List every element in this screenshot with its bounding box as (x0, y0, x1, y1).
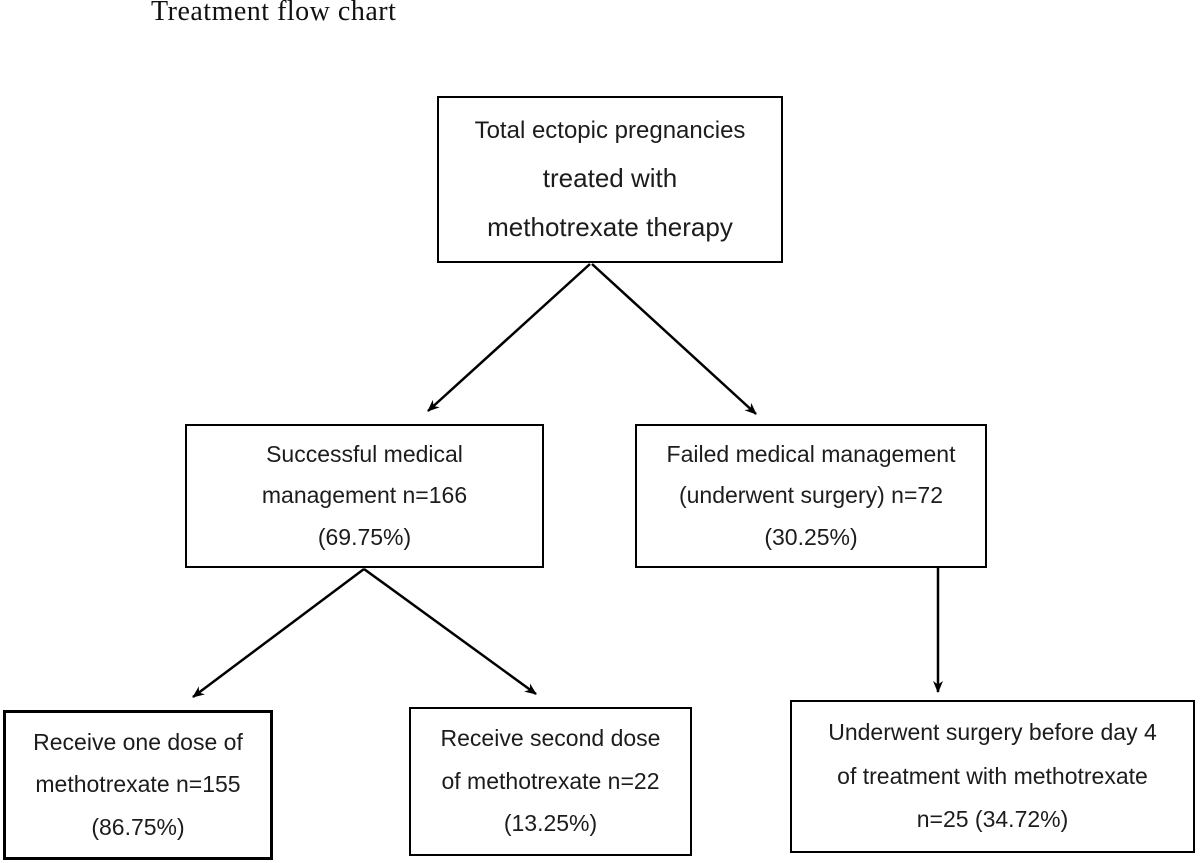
node-line: Total ectopic pregnancies (474, 116, 746, 144)
node-total-ectopic-pregnancies: Total ectopic pregnancies treated with m… (437, 96, 783, 263)
arrow-root-to-success (427, 263, 591, 412)
arrow-root-to-failed (591, 263, 757, 415)
node-line: (underwent surgery) n=72 (678, 482, 943, 509)
node-line: Underwent surgery before day 4 (828, 719, 1157, 746)
node-line: (30.25%) (764, 523, 858, 550)
node-line: treated with (542, 163, 678, 194)
arrow-success-to-one-dose (192, 567, 365, 699)
node-line: Receive one dose of (33, 729, 243, 756)
node-line: (69.75%) (317, 523, 412, 550)
node-line: Receive second dose (440, 725, 661, 752)
node-surgery-before-day-4: Underwent surgery before day 4 of treatm… (790, 700, 1195, 853)
node-line: management n=166 (261, 482, 468, 509)
chart-title: Treatment flow chart (151, 0, 397, 27)
arrow-success-to-second-dose (363, 567, 537, 696)
node-line: Successful medical (266, 441, 463, 468)
node-line: methotrexate n=155 (35, 771, 241, 798)
node-line: of treatment with methotrexate (837, 762, 1148, 789)
node-failed-medical-management: Failed medical management (underwent sur… (635, 424, 987, 568)
node-line: Failed medical management (666, 441, 956, 468)
node-line: (86.75%) (91, 813, 185, 840)
node-second-dose-methotrexate: Receive second dose of methotrexate n=22… (409, 707, 692, 856)
node-one-dose-methotrexate: Receive one dose of methotrexate n=155 (… (3, 710, 273, 860)
node-line: (13.25%) (503, 810, 598, 837)
node-line: methotrexate therapy (487, 211, 733, 242)
node-successful-medical-management: Successful medical management n=166 (69.… (185, 424, 544, 568)
node-line: of methotrexate n=22 (441, 767, 660, 794)
node-line: n=25 (34.72%) (916, 806, 1069, 833)
